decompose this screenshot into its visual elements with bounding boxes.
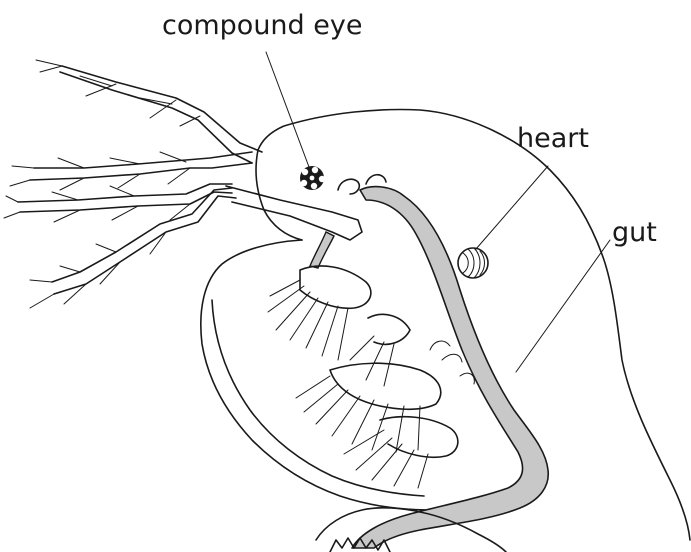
carapace-inner-line (212, 300, 424, 496)
leader-gut (516, 240, 610, 372)
heart (458, 248, 488, 278)
esophagus (310, 232, 334, 268)
leader-compound-eye (266, 52, 309, 167)
label-compound-eye: compound eye (162, 12, 362, 39)
antenna-lower (4, 184, 232, 222)
leader-heart (476, 166, 548, 249)
antenna-upper (36, 60, 262, 163)
compound-eye (300, 166, 325, 190)
antenna-base (226, 186, 362, 240)
label-heart: heart (517, 125, 589, 152)
label-gut: gut (612, 219, 657, 246)
carapace-inner-margin (201, 240, 514, 511)
